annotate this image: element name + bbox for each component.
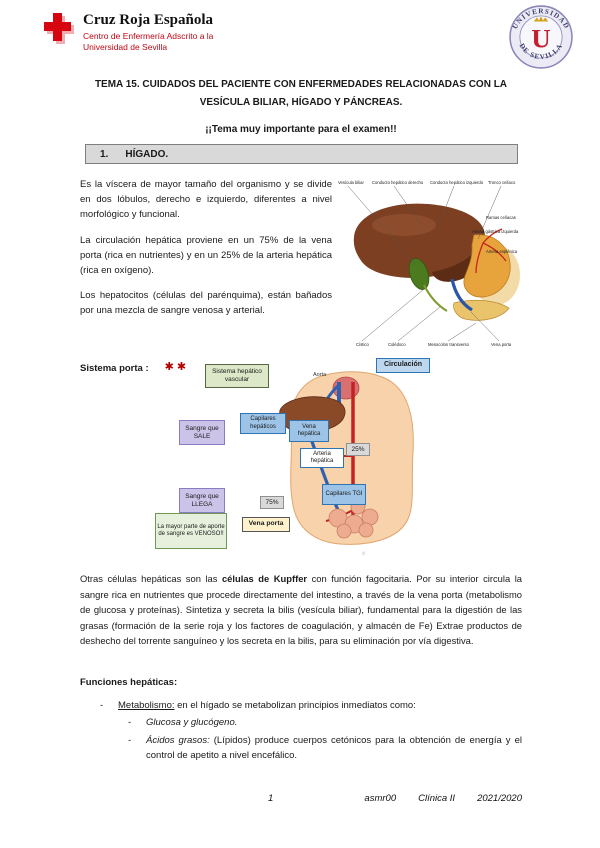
section-heading-higado: 1. HÍGADO. [85, 144, 518, 164]
page-number: 1 [268, 793, 274, 804]
kupffer-bold-term: células de Kupffer [221, 573, 308, 584]
kupffer-text-pre: Otras células hepáticas son las [80, 573, 222, 584]
artery-branches-shape [475, 228, 507, 274]
list-item-text: Metabolismo: en el hígado se metabolizan… [118, 699, 416, 714]
seal-letter: U [531, 23, 550, 53]
box-capilares-hepaticos: Capilares hepáticos [240, 413, 286, 434]
figure-label: Arteria gástrica izquierda [472, 229, 519, 234]
kupffer-paragraph: Otras células hepáticas son las células … [80, 571, 522, 649]
box-circulacion: Circulación [376, 358, 430, 373]
bullet-dash: - [128, 717, 132, 729]
page-title: TEMA 15. CUIDADOS DEL PACIENTE CON ENFER… [94, 79, 508, 108]
list-item-glucosa: - Glucosa y glucógeno. [80, 716, 522, 731]
footer-course: Clínica II [418, 793, 456, 804]
intestines-shape [328, 499, 379, 539]
box-sangre-que-llega: Sangre que LLEGA [179, 488, 225, 513]
figure-label: Vesícula biliar [338, 180, 364, 185]
portal-vein-shape [450, 278, 473, 312]
figure-credit: © [362, 551, 366, 556]
portal-system-diagram: Sistema hepático vascular Circulación Ao… [152, 358, 464, 562]
box-nota-venoso: La mayor parte de aporte de sangre es VE… [155, 513, 227, 549]
figure-label: Ramas celíacas [486, 215, 516, 220]
box-arteria-hepatica: Arteria hepática [300, 448, 344, 468]
header: Cruz Roja Española Centro de Enfermería … [42, 12, 213, 53]
footer-year: 2021/2020 [477, 793, 522, 804]
footer-meta: asmr00 Clínica II 2021/2020 [364, 793, 522, 804]
sistema-porta-block: Sistema porta : ✱✱ Sistema hepático vascu… [80, 358, 522, 566]
red-stars-icon: ✱✱ [164, 361, 190, 374]
intro-paragraphs: Es la víscera de mayor tamaño del organi… [80, 177, 332, 351]
figure-label: Conducto hepático derecho [372, 180, 424, 185]
badge-25-percent: 25% [346, 443, 370, 456]
paragraph-circulacion: La circulación hepática proviene en un 7… [80, 234, 332, 276]
glucosa-text: Glucosa y glucógeno. [146, 717, 238, 729]
figure-label: Mesocolon transverso [428, 342, 470, 347]
box-vena-porta: Vena porta [242, 517, 290, 532]
bile-duct-shape [423, 284, 448, 312]
metabolismo-term: Metabolismo: [118, 699, 175, 711]
cruz-roja-cross-icon [42, 12, 74, 46]
box-sangre-que-sale: Sangre que SALE [179, 420, 225, 445]
paragraph-hepatocitos: Los hepatocitos (células del parénquima)… [80, 290, 332, 317]
figure-label: Colédoco [388, 342, 406, 347]
funciones-heading: Funciones hepáticas: [80, 677, 178, 688]
liver-anatomy-figure: Vesícula biliar Conducto hepático derech… [336, 177, 522, 351]
figure-label: Tronco celíaco [488, 180, 516, 185]
figure-label: Cístico [356, 342, 369, 347]
intro-block: Es la víscera de mayor tamaño del organi… [80, 177, 522, 351]
seal-crown-icon [533, 16, 549, 22]
list-item-acidos-grasos: - Ácidos grasos: (Lípidos) produce cuerp… [80, 734, 522, 763]
liver-highlight [372, 214, 436, 236]
org-subtitle-line2: Universidad de Sevilla [83, 42, 168, 53]
funciones-hepaticas-block: Funciones hepáticas: - Metabolismo: en e… [80, 676, 522, 767]
bullet-dash: - [100, 699, 104, 711]
figure-label: Vena porta [491, 342, 512, 347]
label-aorta: Aorta [313, 372, 327, 378]
bullet-dash: - [128, 735, 132, 747]
badge-75-percent: 75% [260, 496, 284, 509]
paragraph-viscera: Es la víscera de mayor tamaño del organi… [80, 179, 332, 221]
org-name: Cruz Roja Española [83, 12, 214, 28]
figure-label: Arteria esplénica [486, 249, 518, 254]
list-item-metabolismo: - Metabolismo: en el hígado se metaboliz… [80, 699, 522, 714]
figure-label: Conducto hepático izquierdo [430, 180, 484, 185]
universidad-sevilla-seal-icon: UNIVERSIDAD DE SEVILLA U [509, 5, 573, 69]
kupffer-text-post: con función fagocitaria. Por su interior… [80, 573, 522, 647]
box-sistema-hepatico-vascular: Sistema hepático vascular [205, 364, 269, 388]
stomach-shape [463, 234, 511, 298]
acidos-grasos-term: Ácidos grasos: [146, 735, 210, 747]
footer-author: asmr00 [364, 793, 397, 804]
list-item-text: Ácidos grasos: (Lípidos) produce cuerpos… [146, 734, 522, 763]
exam-importance-note: ¡¡Tema muy importante para el examen!! [205, 124, 397, 135]
section-number: 1. [100, 148, 109, 160]
box-capilares-tgi: Capilares TGI [322, 484, 366, 505]
acidos-grasos-rest: (Lípidos) produce cuerpos cetónicos para… [146, 735, 522, 761]
org-subtitle-line1: Centro de Enfermería Adscrito a la [83, 31, 214, 41]
section-title: HÍGADO. [125, 148, 169, 160]
org-identity: Cruz Roja Española Centro de Enfermería … [83, 12, 213, 53]
box-vena-hepatica: Vena hepática [289, 420, 329, 442]
sistema-porta-label: Sistema porta : [80, 363, 149, 374]
metabolismo-rest: en el hígado se metabolizan principios i… [174, 699, 416, 711]
figure-leader-lines [347, 185, 502, 342]
